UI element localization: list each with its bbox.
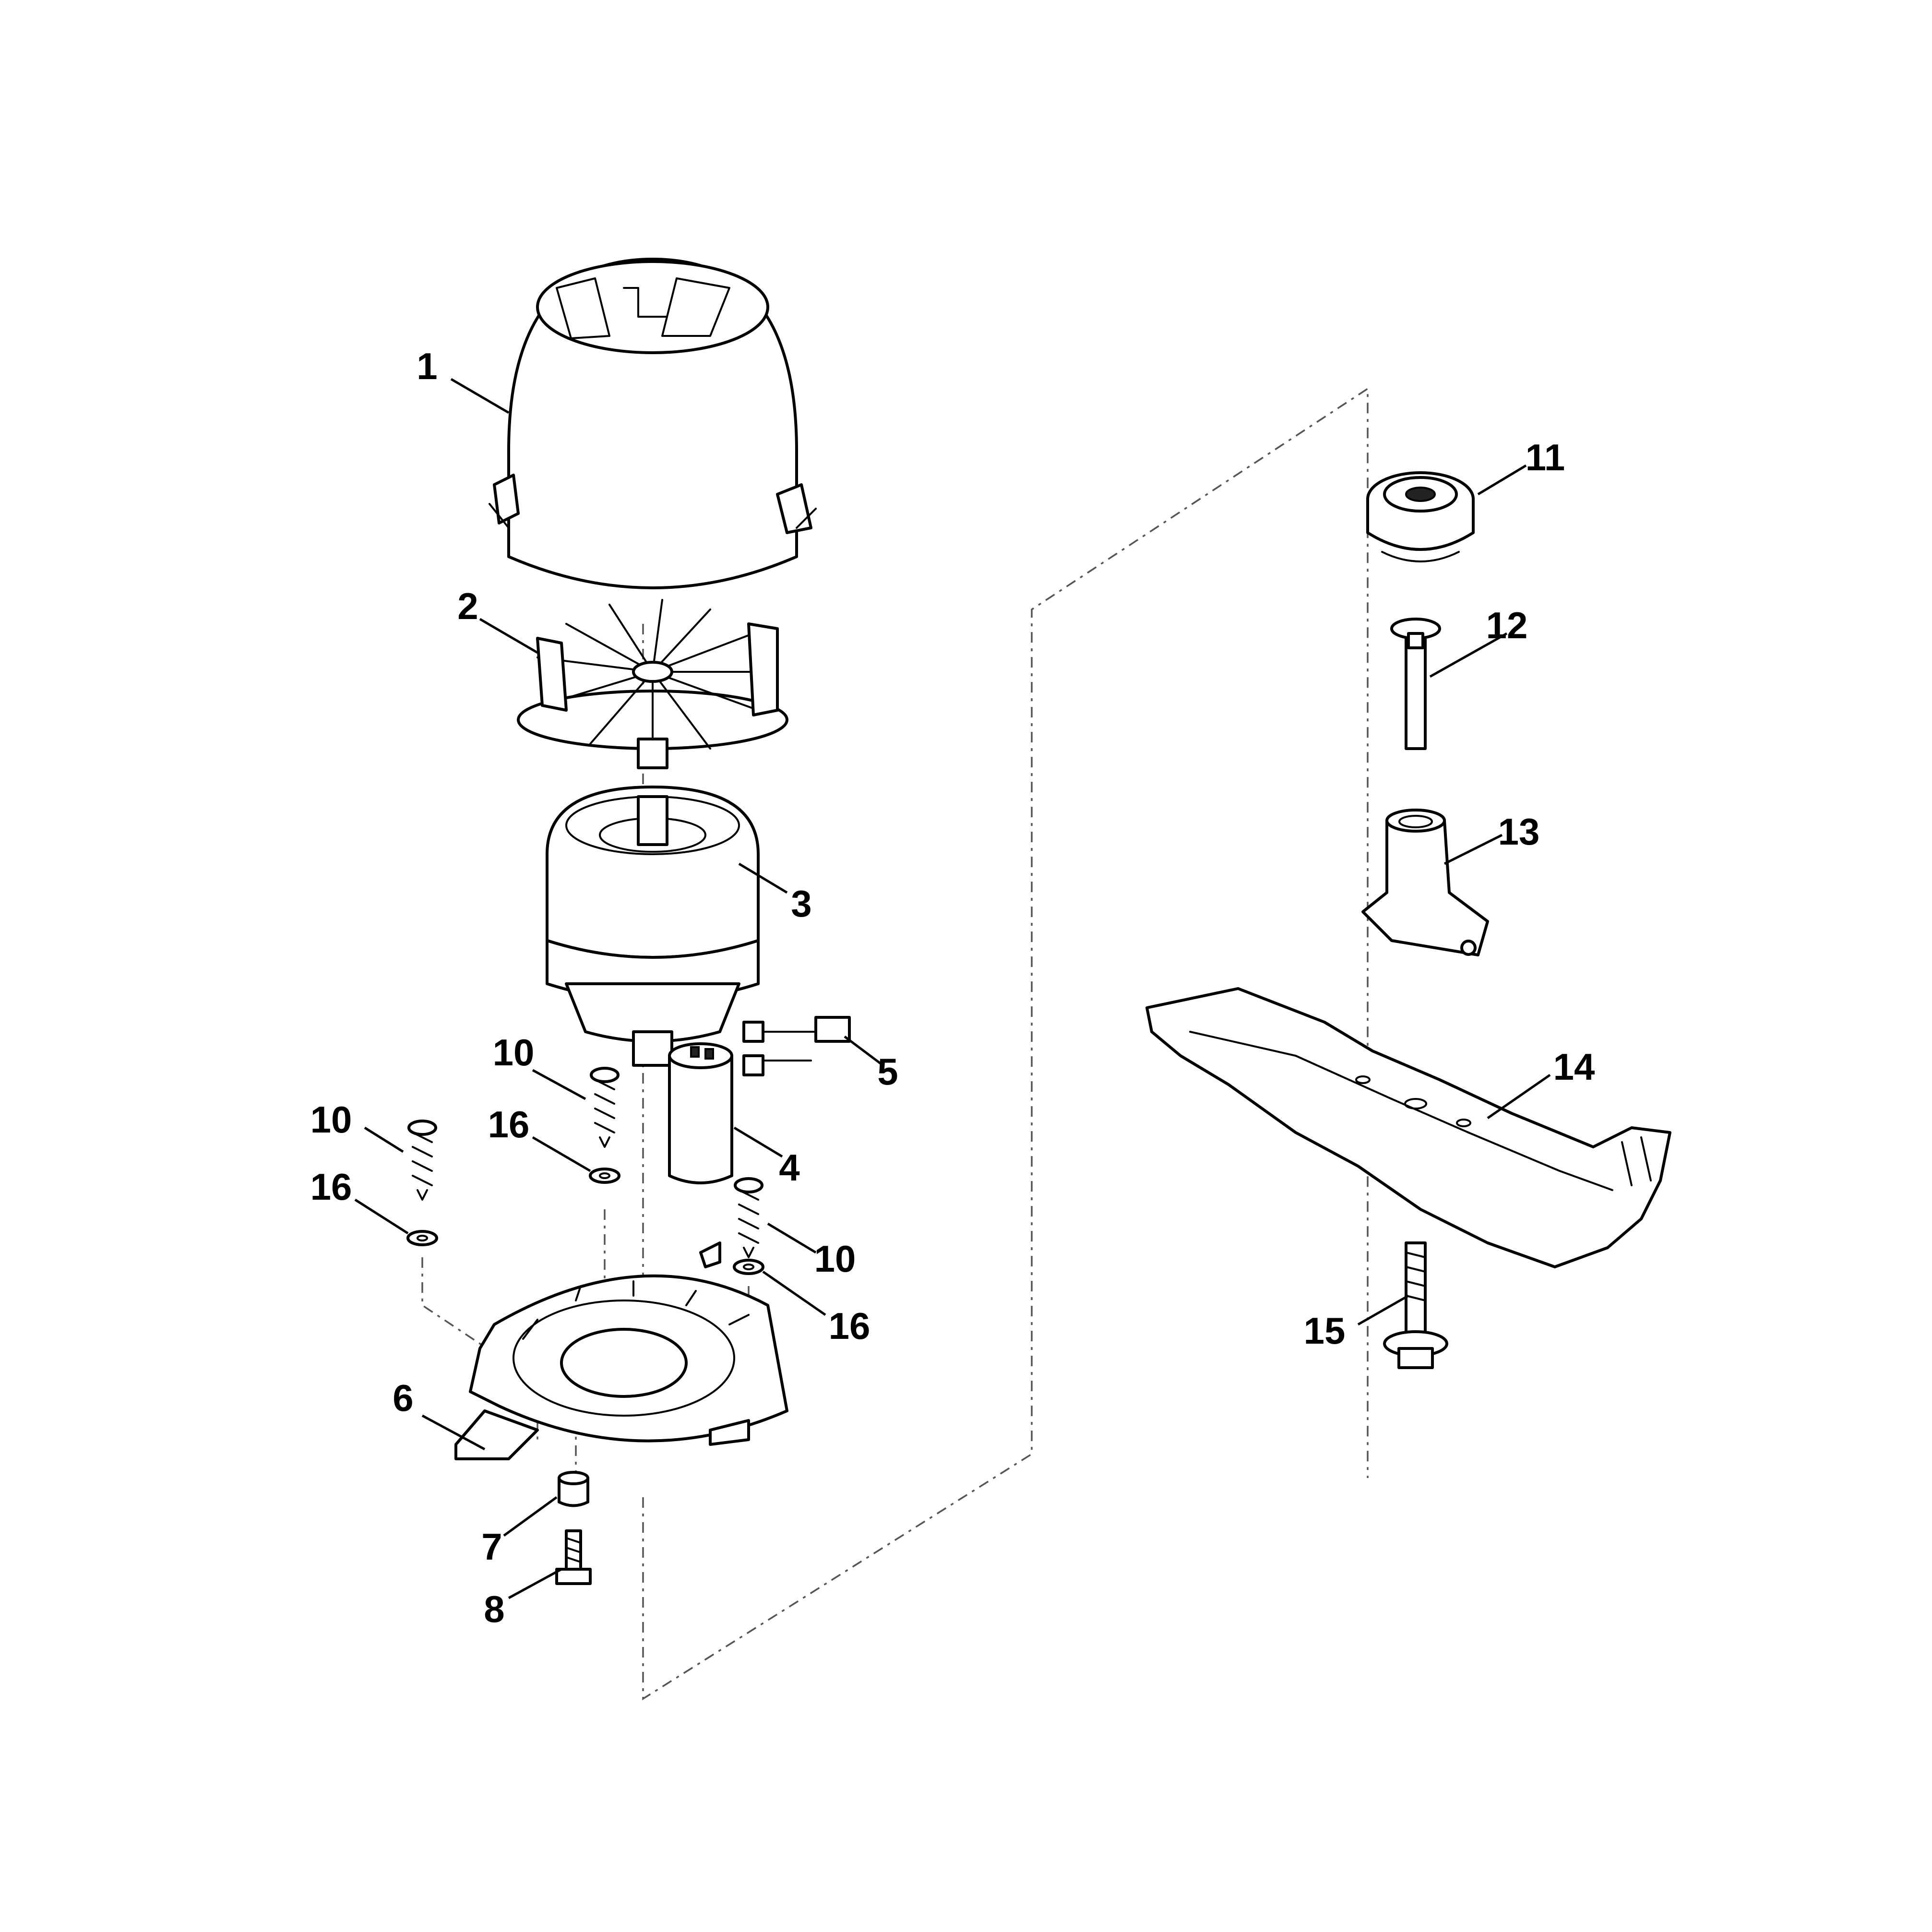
screw-axis-left: [421, 1257, 538, 1440]
connector-part-5: [742, 1016, 851, 1076]
cutting-blade-part-14: [1145, 987, 1671, 1268]
screw-part-10-left: [407, 1120, 437, 1201]
capacitor-part-4: [668, 1042, 733, 1184]
callout-labels: 1 2 3 4 5 6 7 8 10 10 10 11 12 13 14 15 …: [310, 345, 1595, 1630]
bearing-housing-part-11: [1366, 471, 1475, 562]
callout-10-mid: 10: [493, 1031, 535, 1073]
washer-part-16-left: [406, 1230, 438, 1246]
callout-8: 8: [484, 1588, 504, 1630]
nut-part-7: [558, 1471, 589, 1507]
callout-6: 6: [393, 1377, 413, 1419]
fan-part-2: [517, 599, 788, 769]
screw-part-10-mid: [590, 1067, 620, 1148]
screw-part-10-right: [734, 1177, 763, 1258]
motor-mount-part-6: [454, 1241, 788, 1460]
callout-14: 14: [1553, 1046, 1595, 1088]
blade-bolt-part-15: [1383, 1241, 1448, 1369]
callout-15: 15: [1304, 1310, 1346, 1352]
blade-hub-part-13: [1361, 809, 1489, 956]
pin-part-12: [1390, 618, 1441, 750]
callout-3: 3: [791, 883, 811, 925]
washer-part-16-mid: [589, 1168, 620, 1184]
callout-7: 7: [481, 1526, 502, 1568]
motor-part-3: [546, 786, 760, 1067]
callout-1: 1: [417, 345, 437, 387]
callout-12: 12: [1486, 604, 1528, 646]
callout-5: 5: [877, 1050, 898, 1093]
motor-cover-part-1: [489, 258, 817, 589]
washer-part-16-right: [733, 1259, 764, 1275]
callout-4: 4: [779, 1146, 799, 1189]
callout-16-right: 16: [829, 1305, 871, 1347]
callout-11: 11: [1526, 436, 1565, 478]
leader-lines: [354, 378, 1551, 1599]
callout-10-right: 10: [814, 1238, 856, 1280]
callout-13: 13: [1498, 811, 1540, 853]
callout-16-left: 16: [310, 1166, 352, 1208]
bolt-part-8: [555, 1529, 592, 1585]
drive-link: [642, 387, 1369, 1701]
callout-2: 2: [457, 585, 478, 627]
callout-16-mid: 16: [488, 1103, 530, 1145]
callout-10-left: 10: [310, 1098, 352, 1141]
